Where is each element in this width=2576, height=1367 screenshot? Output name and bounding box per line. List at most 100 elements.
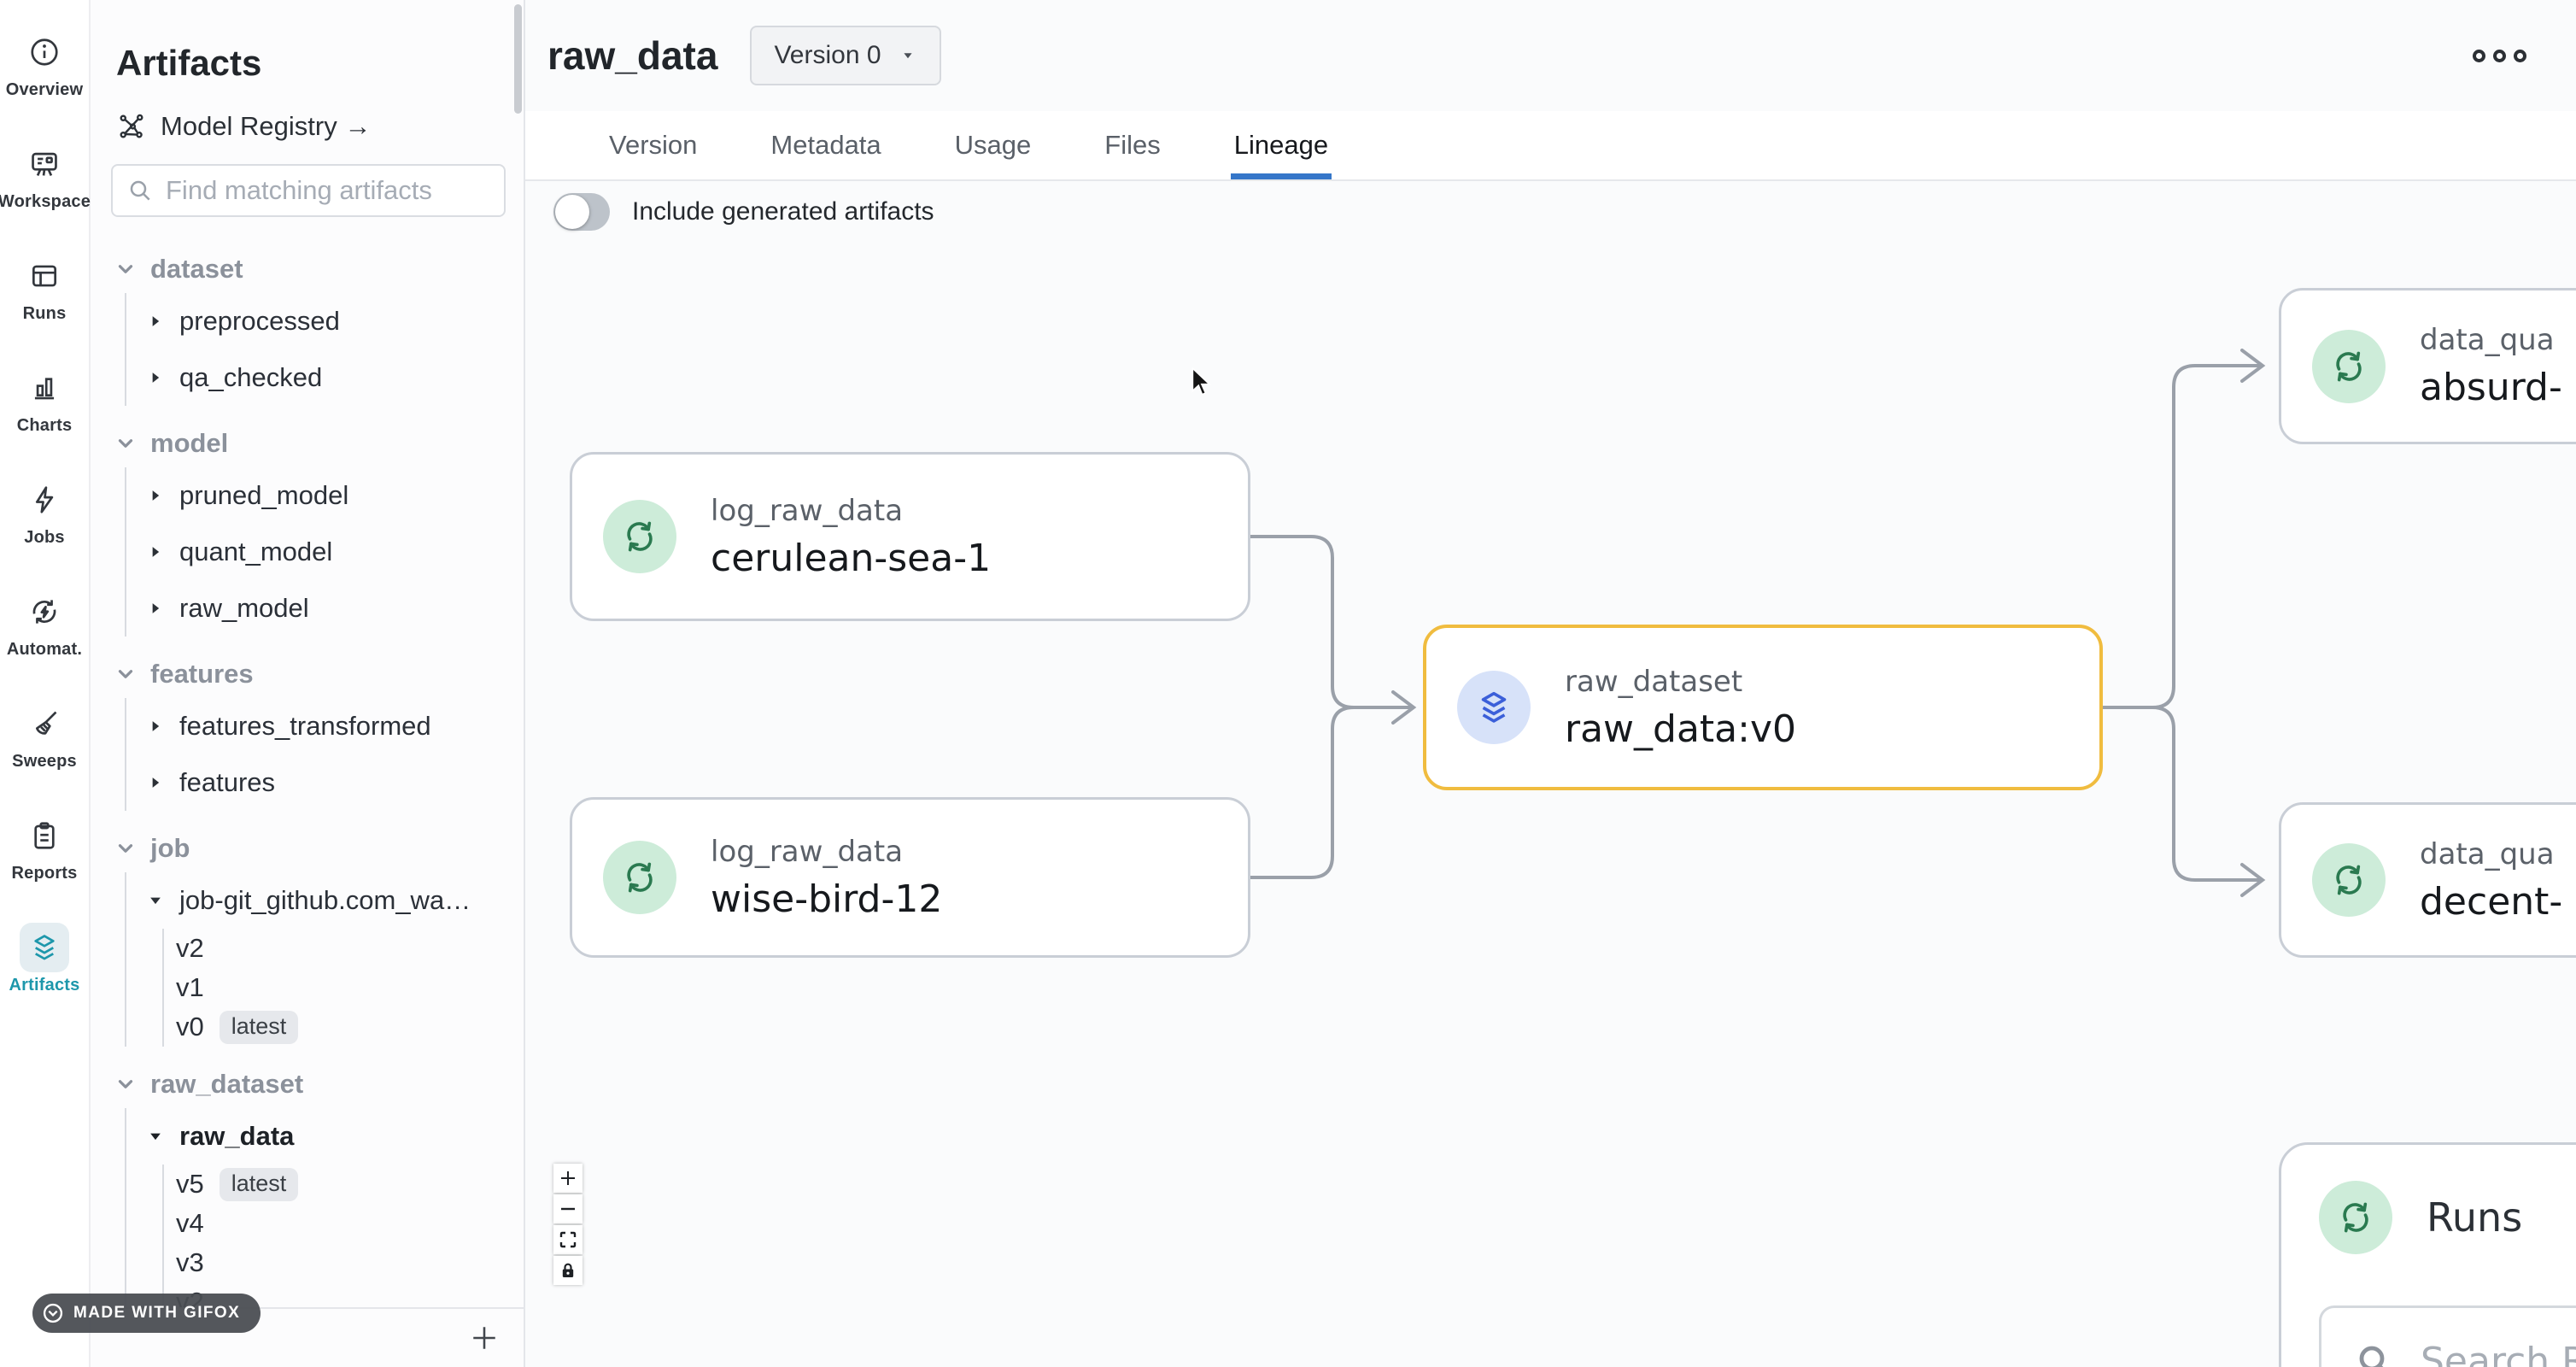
version-row-v5[interactable]: v5 latest xyxy=(164,1165,515,1204)
runs-search-input[interactable] xyxy=(2421,1339,2576,1367)
tab-metadata[interactable]: Metadata xyxy=(770,130,881,160)
fit-view-button[interactable] xyxy=(553,1225,583,1254)
runs-search-box[interactable] xyxy=(2319,1305,2576,1367)
nav-item-runs[interactable]: Runs xyxy=(0,236,89,348)
triangle-down-icon xyxy=(150,897,161,905)
nav-item-sweeps[interactable]: Sweeps xyxy=(0,684,89,795)
node-role: data_qua xyxy=(2420,323,2555,357)
broom-icon xyxy=(20,699,69,748)
fit-view-icon xyxy=(559,1231,577,1248)
version-row-v4[interactable]: v4 xyxy=(176,1208,204,1238)
nav-item-overview[interactable]: Overview xyxy=(0,12,89,124)
lineage-node-absurd[interactable]: data_qua absurd- xyxy=(2279,288,2576,444)
nav-label: Sweeps xyxy=(12,752,77,771)
canvas-zoom-controls xyxy=(553,1164,583,1285)
tree-item-preprocessed[interactable]: preprocessed xyxy=(126,293,515,349)
artifact-search[interactable] xyxy=(111,164,506,217)
nav-item-artifacts[interactable]: Artifacts xyxy=(0,907,89,1019)
add-artifact-button[interactable] xyxy=(465,1319,503,1357)
nav-item-workspace[interactable]: Workspace xyxy=(0,124,91,236)
lineage-node-decent[interactable]: data_qua decent- xyxy=(2279,802,2576,958)
model-registry-label: Model Registry → xyxy=(161,111,372,141)
sidebar-scrollbar[interactable] xyxy=(514,4,522,114)
lineage-node-wise-bird-12[interactable]: log_raw_data wise-bird-12 xyxy=(570,797,1250,958)
tab-version[interactable]: Version xyxy=(609,130,698,160)
chevron-down-icon xyxy=(118,670,133,678)
artifacts-sidebar: Artifacts Model Registry → dataset prepr… xyxy=(91,0,525,1367)
version-row-v2[interactable]: v2 xyxy=(176,933,204,963)
nav-item-reports[interactable]: Reports xyxy=(0,795,89,907)
registry-graph-icon xyxy=(120,114,143,138)
run-sync-icon xyxy=(2312,329,2386,403)
toggle-knob xyxy=(555,195,589,229)
triangle-right-icon xyxy=(152,316,160,326)
lightning-icon xyxy=(20,475,69,525)
runs-panel-title: Runs xyxy=(2427,1194,2523,1241)
nav-label: Reports xyxy=(11,864,78,883)
tree-category-features[interactable]: features xyxy=(106,650,515,698)
tree-item-raw-model[interactable]: raw_model xyxy=(126,580,515,637)
version-dropdown-button[interactable]: Version 0 xyxy=(750,26,941,85)
triangle-right-icon xyxy=(152,603,160,613)
tree-category-dataset[interactable]: dataset xyxy=(106,245,515,293)
nav-item-automations[interactable]: Automat. xyxy=(0,572,89,684)
version-row-v0[interactable]: v0 latest xyxy=(164,1007,515,1047)
chevron-down-icon xyxy=(118,439,133,448)
version-row-v1[interactable]: v1 xyxy=(176,972,204,1002)
tree-category-model[interactable]: model xyxy=(106,419,515,467)
model-registry-link[interactable]: Model Registry → xyxy=(116,111,524,142)
tree-item-raw-data[interactable]: raw_data xyxy=(126,1108,515,1165)
lineage-node-raw-data-v0[interactable]: raw_dataset raw_data:v0 xyxy=(1423,625,2103,790)
sidebar-title: Artifacts xyxy=(116,43,262,83)
node-role: log_raw_data xyxy=(711,493,904,528)
gifox-logo-icon xyxy=(43,1303,63,1323)
tab-lineage[interactable]: Lineage xyxy=(1230,111,1332,179)
overflow-menu-button[interactable] xyxy=(2464,41,2535,71)
lock-icon xyxy=(562,1263,574,1277)
nav-item-jobs[interactable]: Jobs xyxy=(0,460,89,572)
artifact-search-input[interactable] xyxy=(166,175,490,206)
tab-usage[interactable]: Usage xyxy=(954,130,1032,160)
node-name: decent- xyxy=(2420,879,2563,924)
chevron-down-icon xyxy=(118,265,133,273)
chevron-down-icon xyxy=(118,844,133,853)
zoom-in-button[interactable] xyxy=(553,1164,583,1193)
minus-icon xyxy=(561,1207,575,1211)
run-sync-icon xyxy=(603,500,676,573)
bar-chart-icon xyxy=(20,363,69,413)
tree-item-features[interactable]: features xyxy=(126,754,515,811)
lineage-canvas[interactable]: Include generated artifacts log_raw_data… xyxy=(525,181,2576,1367)
nav-label: Workspace xyxy=(0,192,91,211)
tree-item-quant-model[interactable]: quant_model xyxy=(126,524,515,580)
node-role: log_raw_data xyxy=(711,834,904,869)
runs-panel-header: Runs xyxy=(2319,1181,2576,1254)
main-header: raw_data Version 0 xyxy=(525,0,2576,111)
node-role: data_qua xyxy=(2420,836,2555,871)
tree-item-job-git[interactable]: job-git_github.com_wa… xyxy=(126,872,515,929)
gifox-watermark: MADE WITH GIFOX xyxy=(32,1294,261,1333)
triangle-right-icon xyxy=(152,547,160,557)
nav-item-charts[interactable]: Charts xyxy=(0,348,89,460)
zoom-out-button[interactable] xyxy=(553,1194,583,1223)
tab-files[interactable]: Files xyxy=(1104,130,1161,160)
caret-down-icon xyxy=(903,53,912,59)
tree-item-features-transformed[interactable]: features_transformed xyxy=(126,698,515,754)
artifacts-layers-icon xyxy=(20,923,69,972)
tree-category-job[interactable]: job xyxy=(106,824,515,872)
nav-label: Automat. xyxy=(6,640,83,659)
tree-item-pruned-model[interactable]: pruned_model xyxy=(126,467,515,524)
version-row-v3[interactable]: v3 xyxy=(176,1247,204,1277)
node-name: wise-bird-12 xyxy=(711,877,943,921)
lock-button[interactable] xyxy=(553,1256,583,1285)
tree-category-raw-dataset[interactable]: raw_dataset xyxy=(106,1060,515,1108)
include-generated-artifacts-toggle[interactable] xyxy=(553,193,610,231)
tab-bar: Version Metadata Usage Files Lineage xyxy=(525,111,2576,181)
tree-item-qa-checked[interactable]: qa_checked xyxy=(126,349,515,406)
runs-cluster-panel[interactable]: Runs xyxy=(2279,1142,2576,1367)
search-icon xyxy=(2359,1346,2385,1367)
triangle-right-icon xyxy=(152,721,160,731)
main-content: raw_data Version 0 Version Metadata Usag… xyxy=(525,0,2576,1367)
lineage-node-cerulean-sea-1[interactable]: log_raw_data cerulean-sea-1 xyxy=(570,452,1250,621)
node-name: cerulean-sea-1 xyxy=(711,536,992,580)
plus-icon xyxy=(473,1327,495,1349)
